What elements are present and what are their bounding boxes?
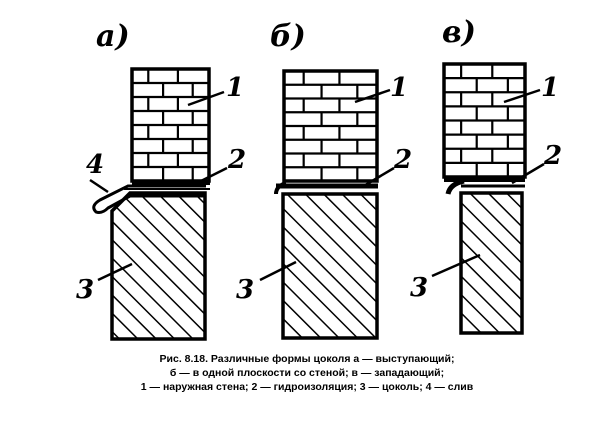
panel-c-letter: в) — [442, 15, 476, 50]
panel-b-brick-wall — [282, 69, 379, 183]
panel-b: б) 1 2 3 — [236, 19, 412, 340]
panel-c-waterproofing — [444, 178, 525, 195]
panel-a: а) 1 2 3 4 — [76, 19, 246, 341]
panel-a-callout-1: 1 — [226, 73, 244, 103]
caption-line-2: б — в одной плоскости со стеной; в — зап… — [169, 367, 445, 379]
panel-c-callout-3: 3 — [410, 273, 428, 303]
panel-c: в) 1 2 3 — [410, 15, 562, 335]
panel-a-drip-flashing — [92, 184, 206, 214]
panel-c-plinth — [459, 191, 524, 335]
panel-c-callout-1: 1 — [541, 73, 559, 103]
panel-b-waterproofing — [274, 181, 378, 195]
panel-b-leader-lines — [259, 88, 395, 282]
panel-a-callout-2: 2 — [227, 145, 246, 175]
caption-line-1: Рис. 8.18. Различные формы цоколя а — вы… — [159, 353, 455, 365]
figure-caption: Рис. 8.18. Различные формы цоколя а — вы… — [0, 352, 614, 394]
plinth-diagram: а) 1 2 3 4 — [76, 15, 562, 341]
panel-a-callout-4: 4 — [86, 150, 104, 180]
panel-c-callout-2: 2 — [543, 141, 562, 171]
panel-a-letter: а) — [96, 19, 130, 54]
panel-a-brick-wall — [130, 67, 211, 183]
panel-b-plinth — [281, 192, 379, 340]
panel-c-brick-wall — [442, 62, 527, 179]
panel-b-callout-2: 2 — [393, 145, 412, 175]
panel-b-callout-1: 1 — [390, 73, 408, 103]
panel-b-letter: б) — [270, 19, 306, 54]
caption-line-3: 1 — наружная стена; 2 — гидроизоляция; 3… — [140, 381, 474, 393]
panel-c-leader-lines — [431, 88, 545, 278]
panel-b-callout-3: 3 — [236, 275, 254, 305]
panel-a-leader-lines — [89, 90, 228, 282]
panel-a-callout-3: 3 — [76, 275, 94, 305]
